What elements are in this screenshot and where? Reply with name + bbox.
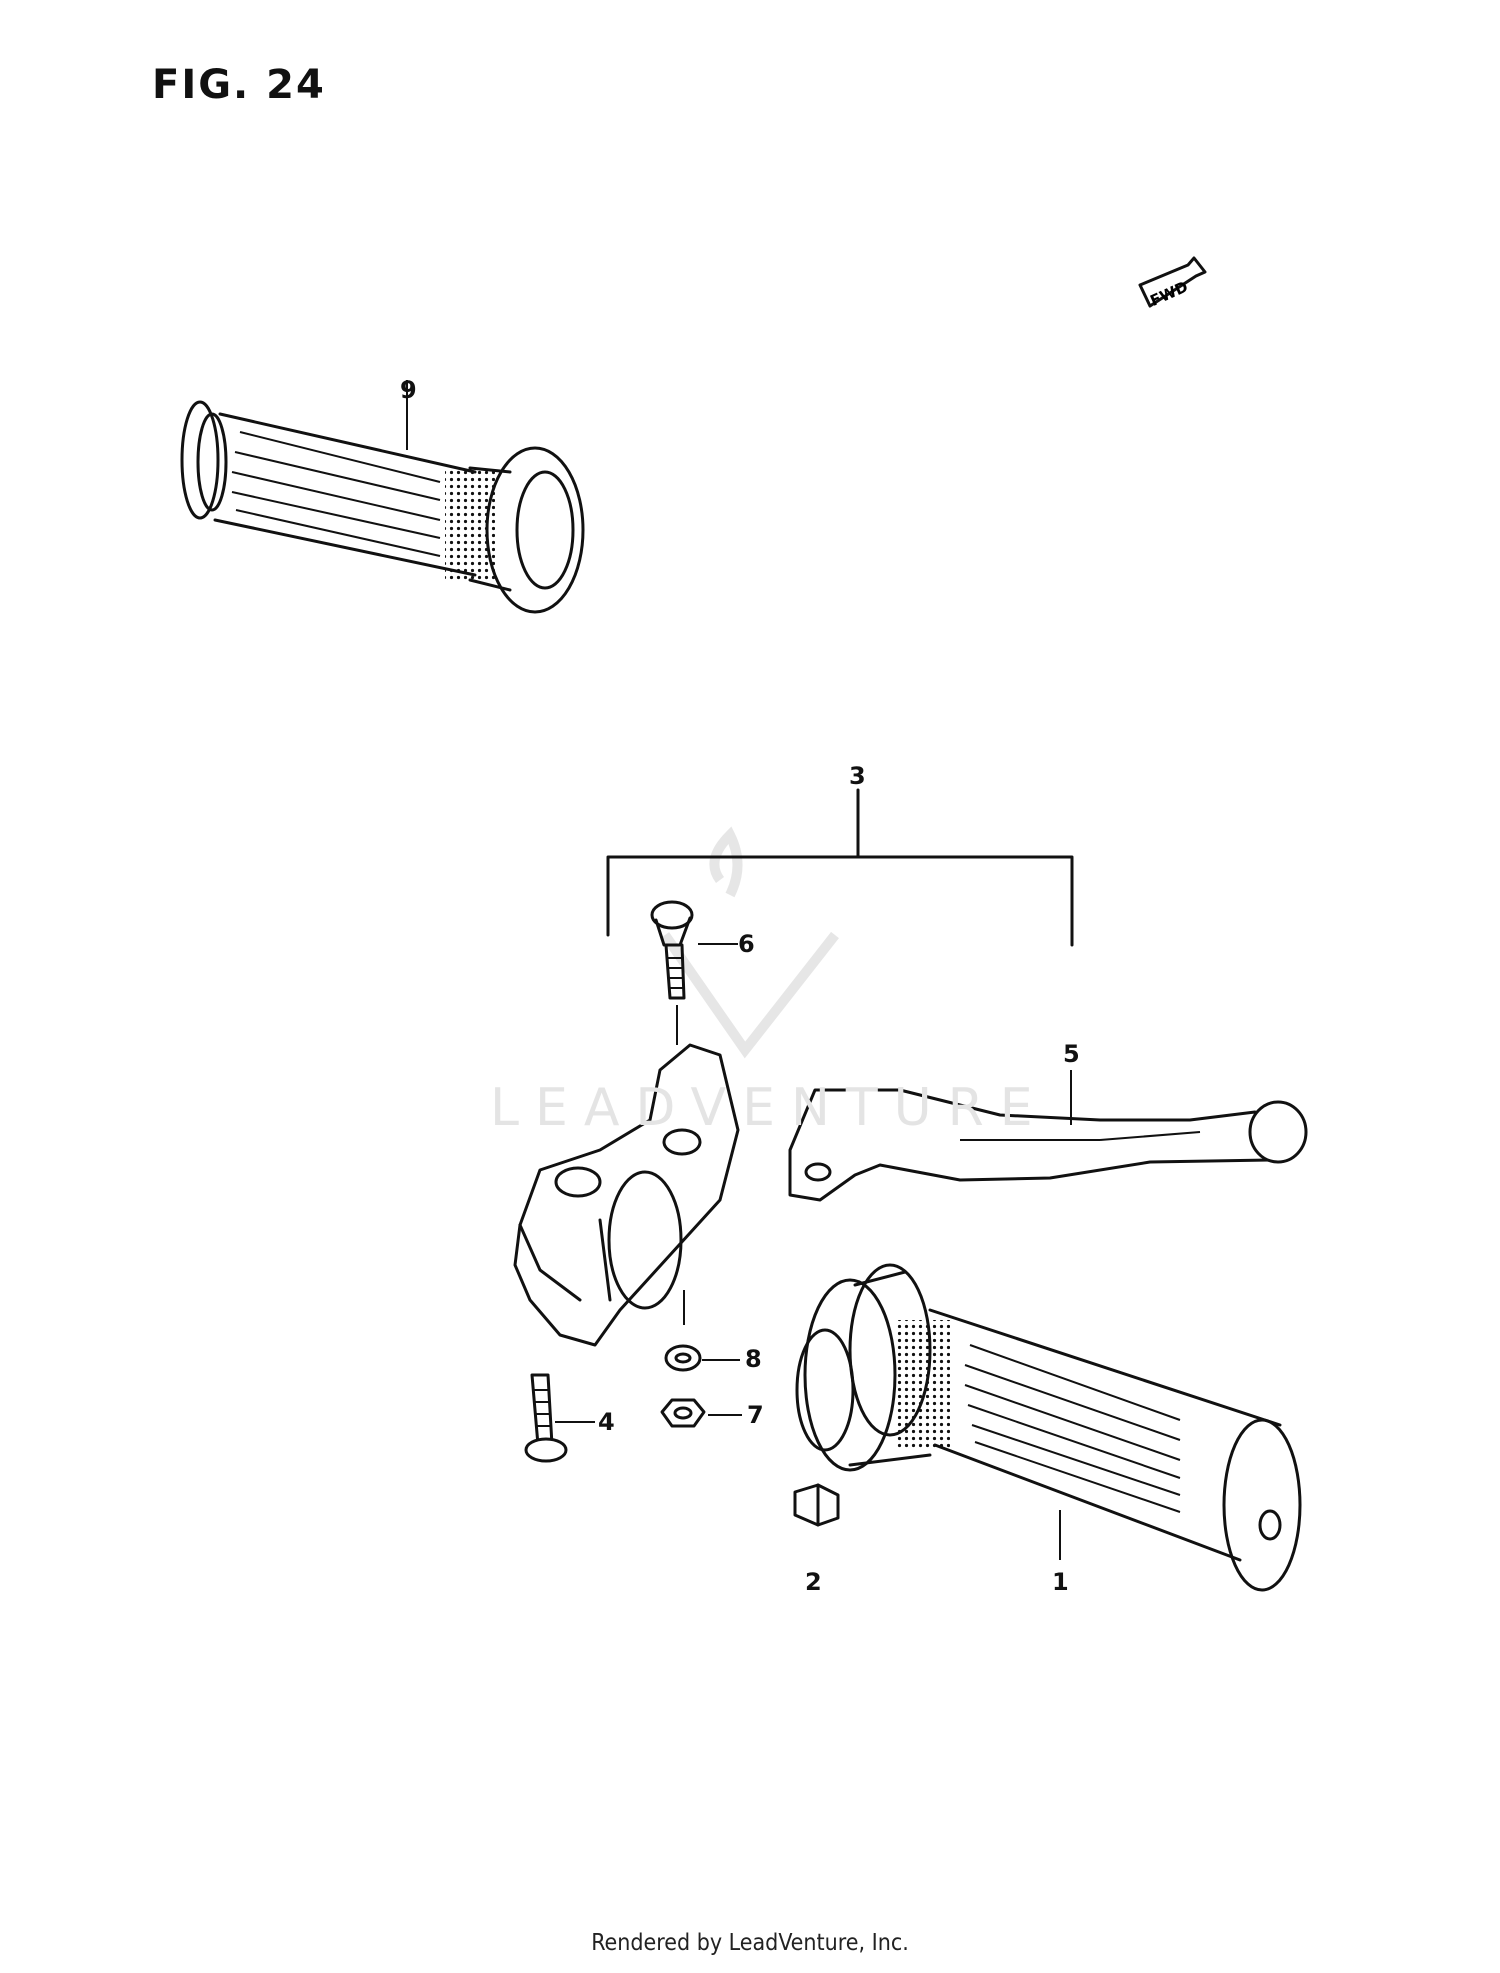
callout-5: 5 xyxy=(1063,1040,1080,1068)
part-2-cap xyxy=(793,1483,840,1527)
part-7-nut xyxy=(660,1398,742,1428)
watermark-logo xyxy=(660,826,839,1059)
callout-2: 2 xyxy=(805,1568,822,1596)
part-4-screw xyxy=(524,1373,595,1463)
footer-credit: Rendered by LeadVenture, Inc. xyxy=(591,1930,909,1956)
front-arrow-icon: FWD xyxy=(1138,256,1207,310)
part-3-lever-holder xyxy=(513,1043,740,1347)
watermark-text: LEADVENTURE xyxy=(490,1078,1049,1138)
callout-9: 9 xyxy=(400,376,417,404)
part-3-bracket xyxy=(606,788,1074,947)
part-5-lever xyxy=(788,1070,1308,1202)
callout-6: 6 xyxy=(738,930,755,958)
part-8-washer xyxy=(664,1344,740,1372)
callout-4: 4 xyxy=(598,1408,615,1436)
callout-1: 1 xyxy=(1052,1568,1069,1596)
part-6-pivot-bolt xyxy=(650,900,738,1045)
part-9-left-grip xyxy=(180,380,585,614)
part-1-right-grip xyxy=(795,1263,1302,1592)
callout-8: 8 xyxy=(745,1345,762,1373)
callout-7: 7 xyxy=(747,1401,764,1429)
figure-title: FIG. 24 xyxy=(152,62,326,108)
callout-3: 3 xyxy=(849,762,866,790)
